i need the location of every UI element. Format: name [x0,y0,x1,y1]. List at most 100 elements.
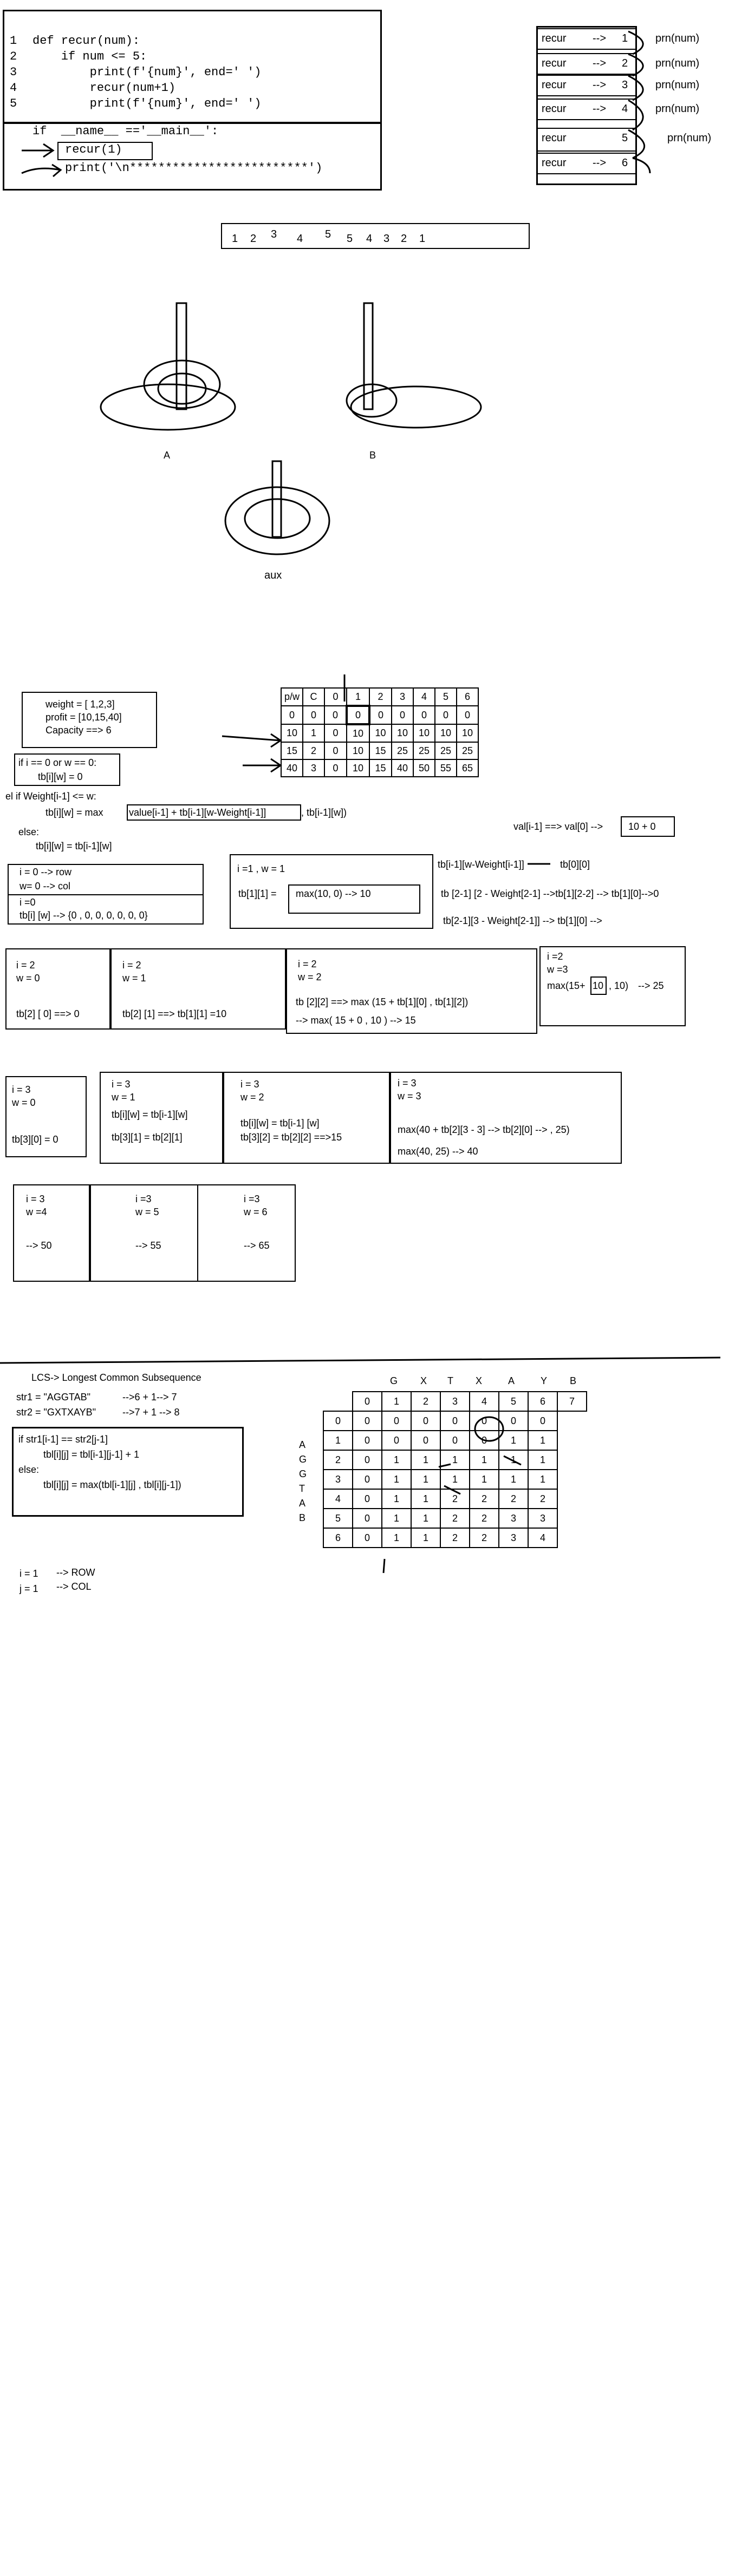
note-2: tb [2-1] [2 - Weight[2-1] -->tb[1][2-2] … [441,888,659,899]
frame-arrow: --> [593,103,606,115]
val-result: 10 + 0 [628,821,656,832]
table-cell: 10 [281,724,303,743]
lcs-cell: 0 [352,1528,382,1548]
frame-num: 6 [622,157,628,169]
step-text: i = 2 [16,960,35,971]
hanoi-label-b: B [369,450,376,461]
lcs-col-letter: A [508,1375,515,1386]
output-value: 3 [271,228,277,240]
table-cell: 15 [281,742,303,760]
lcs-code-box [12,1427,244,1517]
lcs-cell: 0 [440,1430,470,1451]
lcs-col-letter: X [420,1375,427,1386]
step-text: tb [2][2] ==> max (15 + tb[1][0] , tb[1]… [296,997,469,1007]
step-text: i = 2 [122,960,141,971]
lcs-row-letter: A [299,1498,306,1509]
step-text: i = 3 [26,1194,45,1204]
table-cell: 0 [413,705,435,725]
frame-print: prn(num) [655,57,700,69]
step-box [390,1072,622,1164]
lcs-str1: str1 = "AGGTAB" [16,1392,90,1402]
step-box [197,1184,296,1282]
code-lines: def recur(num): if num <= 5: print(f'{nu… [32,17,261,112]
elif-assign-pre: tb[i][w] = max [45,807,103,818]
step-text: --> 55 [135,1240,161,1251]
table-cell: 0 [434,705,457,725]
lcs-title: LCS-> Longest Common Subsequence [31,1372,201,1383]
lcs-col-letter: B [570,1375,577,1386]
step-text: tb[3][1] = tb[2][1] [112,1132,183,1143]
table-cell: 0 [456,705,479,725]
lcs-code-line: tbl[i][j] = max(tbl[i-1][j] , tbl[i][j-1… [43,1479,181,1490]
step-text: w = 2 [240,1092,264,1103]
table-cell: 0 [391,705,414,725]
frame-name: recur [542,79,567,91]
frame-print: prn(num) [655,103,700,115]
step-text: i = 3 [240,1079,259,1090]
step-text: max(40 + tb[2][3 - 3] --> tb[2][0] --> ,… [398,1124,570,1135]
table-header: 5 [434,687,457,706]
table-cell: 50 [413,759,435,777]
step-text: i =3 [135,1194,152,1204]
table-cell: 55 [434,759,457,777]
output-value: 2 [401,233,407,245]
main-box [3,122,382,191]
lcs-cell: 2 [528,1489,558,1509]
highlight-box [590,976,607,995]
arrow-icon [222,733,282,748]
step-text: --> 65 [244,1240,270,1251]
i1-pre: tb[1][1] = [238,888,277,899]
stack-frame [536,153,637,174]
lcs-header: 7 [557,1391,587,1412]
lcs-cell: 1 [411,1469,441,1490]
table-header: C [302,687,325,706]
lcs-col-letter: G [390,1375,398,1386]
output-strip [221,223,530,249]
step-text: w =3 [547,964,568,975]
table-header: 0 [324,687,347,706]
table-header: 1 [346,687,370,706]
table-cell: 3 [302,759,325,777]
lcs-cell: 0 [352,1450,382,1470]
line-number: 1 [10,34,17,48]
step-box [223,1072,390,1164]
step-box [5,948,110,1030]
lcs-cell: 0 [469,1430,499,1451]
lcs-cell: 3 [498,1528,529,1548]
step-box [286,948,537,1034]
arrow-icon [21,163,62,178]
lcs-cell: 1 [528,1430,558,1451]
base-case-box [14,753,120,786]
output-value: 2 [250,233,257,245]
lcs-cell: 1 [440,1450,470,1470]
output-value: 1 [232,233,238,245]
lcs-cell: 6 [323,1528,353,1548]
knapsack-profit: profit = [10,15,40] [45,712,122,723]
frame-print: prn(num) [655,79,700,91]
lcs-cell: 1 [381,1469,412,1490]
code-line: print(f'{num}', end=' ') [32,65,262,79]
base-assign: tb[i][w] = 0 [38,771,83,782]
elif-assign-post: , tb[i-1][w]) [301,807,347,818]
lcs-cell: 0 [352,1411,382,1431]
table-header: p/w [281,687,303,706]
step-text: w = 1 [112,1092,135,1103]
table-cell: 10 [369,724,392,743]
lcs-header: 3 [440,1391,470,1412]
elif-line: el if Weight[i-1] <= w: [5,791,96,802]
lcs-header: 4 [469,1391,499,1412]
lcs-code-line: else: [18,1464,40,1475]
step-box [100,1072,223,1164]
lcs-cell: 3 [528,1508,558,1529]
step-box [539,946,686,1026]
table-cell: 0 [281,705,303,725]
table-cell: 25 [434,742,457,760]
step-text: w = 6 [244,1207,268,1217]
